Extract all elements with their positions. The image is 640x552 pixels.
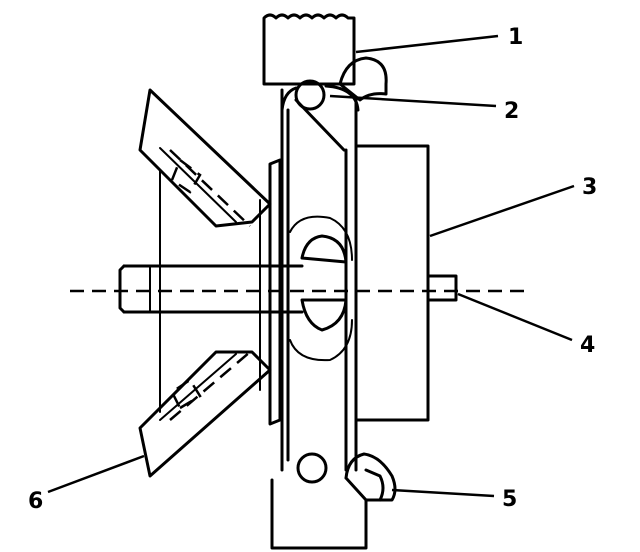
upper-ball xyxy=(294,79,326,111)
callout-4: 4 xyxy=(580,333,595,358)
leader-4 xyxy=(457,292,573,342)
leader-2 xyxy=(329,94,497,108)
boss-lower-dome xyxy=(300,298,348,332)
leader-5 xyxy=(391,488,495,498)
lower-retainer-clip xyxy=(344,452,397,502)
hub-body xyxy=(354,144,430,422)
callout-5: 5 xyxy=(502,487,517,512)
callout-6: 6 xyxy=(28,489,43,514)
leader-1 xyxy=(355,34,499,54)
boss-upper-dome xyxy=(300,234,348,264)
bolt-tip xyxy=(118,264,126,314)
boss-lower xyxy=(289,319,353,362)
leader-6 xyxy=(47,454,145,494)
leader-3 xyxy=(429,184,575,238)
stub-shaft xyxy=(426,274,458,302)
thrust-plate xyxy=(268,158,282,426)
lower-jaw-block xyxy=(270,478,368,550)
callout-2: 2 xyxy=(504,99,519,124)
puller-arm-upper xyxy=(138,88,272,228)
boss-upper xyxy=(289,215,353,261)
ring-top-right xyxy=(324,84,360,112)
lower-clip-detail xyxy=(364,468,385,502)
upper-jaw-block xyxy=(262,13,356,86)
puller-arm-lower xyxy=(138,350,272,478)
callout-1: 1 xyxy=(508,25,523,50)
upper-retainer-clip xyxy=(338,56,388,102)
ring-top-left xyxy=(280,86,298,112)
callout-3: 3 xyxy=(582,175,597,200)
lower-ball xyxy=(296,452,328,484)
